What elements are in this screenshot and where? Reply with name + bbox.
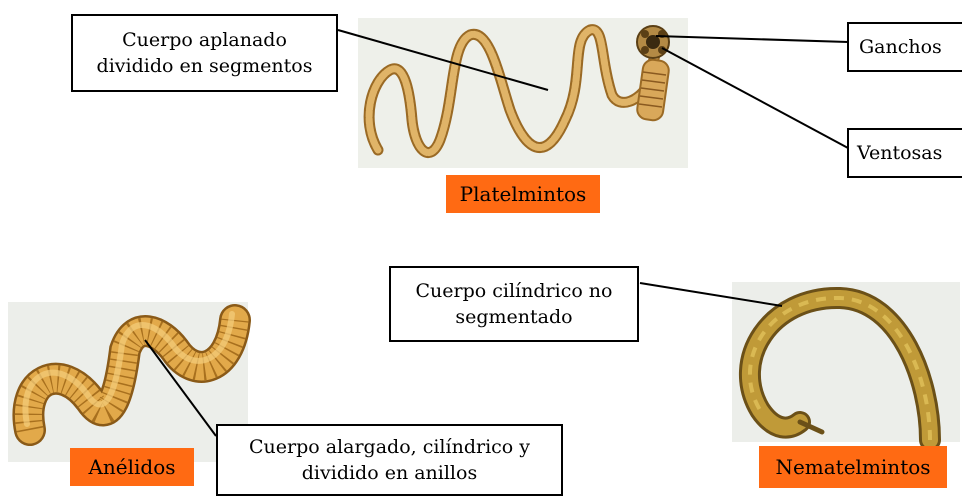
label-cylindrical-body: Cuerpo cilíndrico no segmentado <box>389 266 639 342</box>
tag-platelmintos-text: Platelmintos <box>459 182 587 206</box>
tag-platelmintos: Platelmintos <box>446 175 600 213</box>
tag-nematelmintos-text: Nematelmintos <box>775 455 931 479</box>
label-suckers: Ventosas <box>847 128 962 178</box>
earthworm-illustration <box>12 304 251 446</box>
nematode-illustration <box>739 286 941 451</box>
label-ringed-body-text: Cuerpo alargado, cilíndrico y dividido e… <box>248 436 530 484</box>
pointer-lines <box>144 29 849 437</box>
label-hooks-text: Ganchos <box>859 36 942 58</box>
tapeworm-illustration <box>363 24 670 158</box>
label-ringed-body: Cuerpo alargado, cilíndrico y dividido e… <box>216 424 563 496</box>
label-suckers-text: Ventosas <box>857 142 943 164</box>
label-flat-body-text: Cuerpo aplanado dividido en segmentos <box>96 29 313 77</box>
label-hooks: Ganchos <box>847 22 962 72</box>
label-flat-body: Cuerpo aplanado dividido en segmentos <box>71 14 338 92</box>
label-cylindrical-body-text: Cuerpo cilíndrico no segmentado <box>415 280 613 328</box>
tag-anelidos-text: Anélidos <box>88 455 176 479</box>
tag-anelidos: Anélidos <box>70 448 194 486</box>
tag-nematelmintos: Nematelmintos <box>759 446 947 488</box>
